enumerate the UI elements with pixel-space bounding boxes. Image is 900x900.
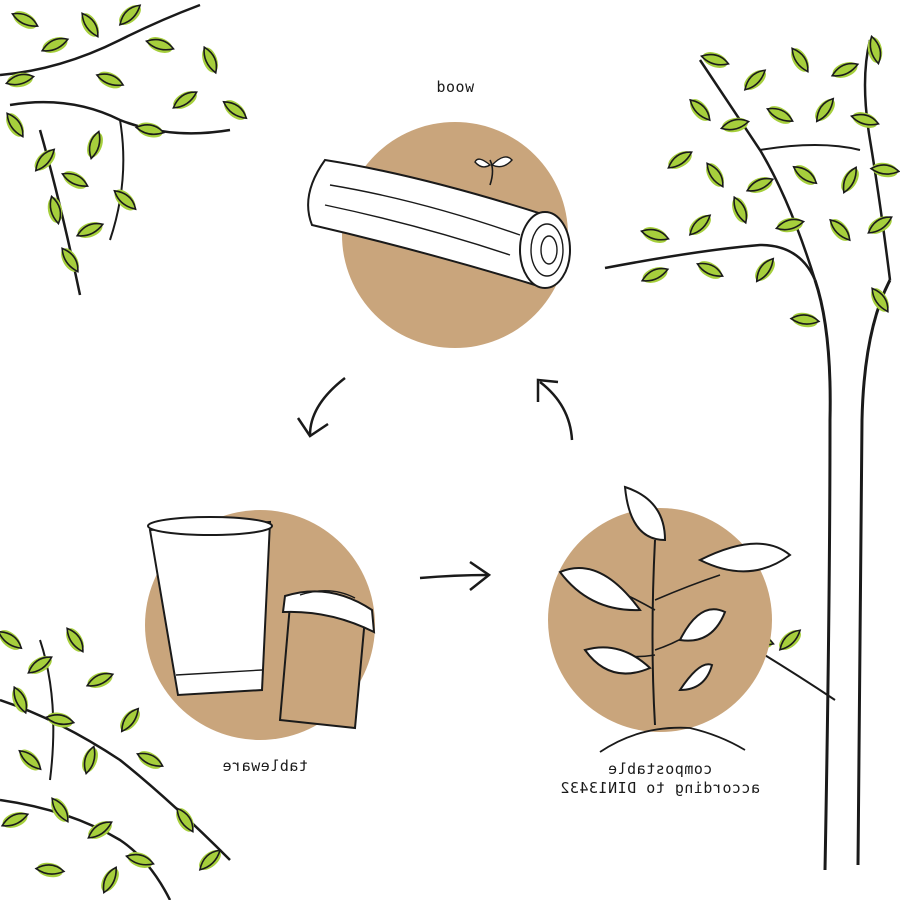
- tree-right-icon: [604, 34, 900, 871]
- compost-label-line1: compostable: [607, 760, 713, 778]
- tree-top-left-icon: [0, 0, 252, 296]
- coffee-cup-icon: [278, 590, 376, 730]
- tree-bottom-left-icon: [0, 623, 231, 900]
- compost-label: compostable according to DIN13432: [540, 760, 780, 798]
- sapling-icon: [558, 485, 792, 753]
- compost-label-line2: according to DIN13432: [559, 778, 761, 797]
- compost-circle: [548, 508, 772, 732]
- log-icon: [307, 156, 571, 289]
- wood-label: wood: [435, 78, 475, 96]
- arrow-compost-to-wood-icon: [536, 378, 574, 441]
- arrow-tableware-to-compost-icon: [419, 560, 492, 591]
- tableware-label: tableware: [222, 757, 308, 775]
- arrow-wood-to-tableware-icon: [296, 377, 346, 438]
- cup-icon: [147, 516, 273, 697]
